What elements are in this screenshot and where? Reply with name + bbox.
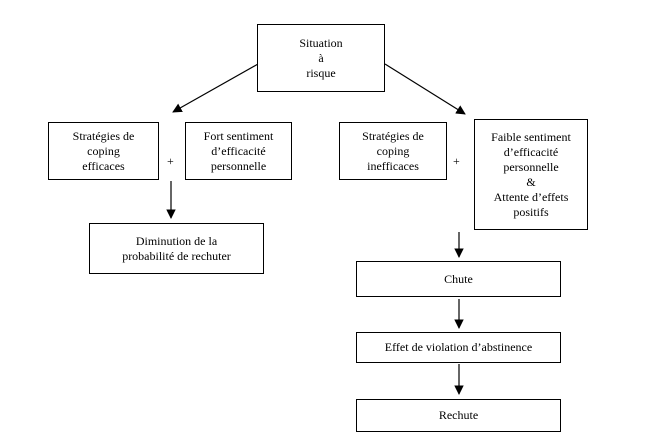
- node-faible-sentiment: Faible sentiment d’efficacité personnell…: [474, 119, 588, 230]
- node-diminution: Diminution de la probabilité de rechuter: [89, 223, 264, 274]
- node-chute-label: Chute: [444, 271, 473, 286]
- node-strategies-inefficaces-label: Stratégies de coping inefficaces: [362, 128, 424, 173]
- plus-operator-right: +: [453, 154, 460, 168]
- node-violation-abstinence: Effet de violation d’abstinence: [356, 332, 561, 363]
- plus-operator-left: +: [167, 154, 174, 168]
- node-fort-sentiment: Fort sentiment d’efficacité personnelle: [185, 122, 292, 180]
- node-diminution-label: Diminution de la probabilité de rechuter: [122, 233, 231, 263]
- arrow-situation-to-left: [172, 63, 259, 113]
- node-violation-label: Effet de violation d’abstinence: [384, 340, 533, 354]
- node-rechute-label: Rechute: [438, 408, 479, 422]
- arrow-situation-to-right: [384, 63, 466, 115]
- node-situation-a-risque: Situation à risque: [257, 24, 385, 92]
- node-faible-sentiment-label: Faible sentiment d’efficacité personnell…: [491, 129, 571, 219]
- node-fort-sentiment-label: Fort sentiment d’efficacité personnelle: [203, 128, 274, 173]
- node-strategies-efficaces: Stratégies de coping efficaces: [48, 122, 159, 180]
- node-situation-label: Situation à risque: [299, 35, 343, 80]
- node-strategies-efficaces-label: Stratégies de coping efficaces: [72, 128, 135, 173]
- node-chute: Chute: [356, 261, 561, 297]
- node-rechute: Rechute: [356, 399, 561, 432]
- node-strategies-inefficaces: Stratégies de coping inefficaces: [339, 122, 447, 180]
